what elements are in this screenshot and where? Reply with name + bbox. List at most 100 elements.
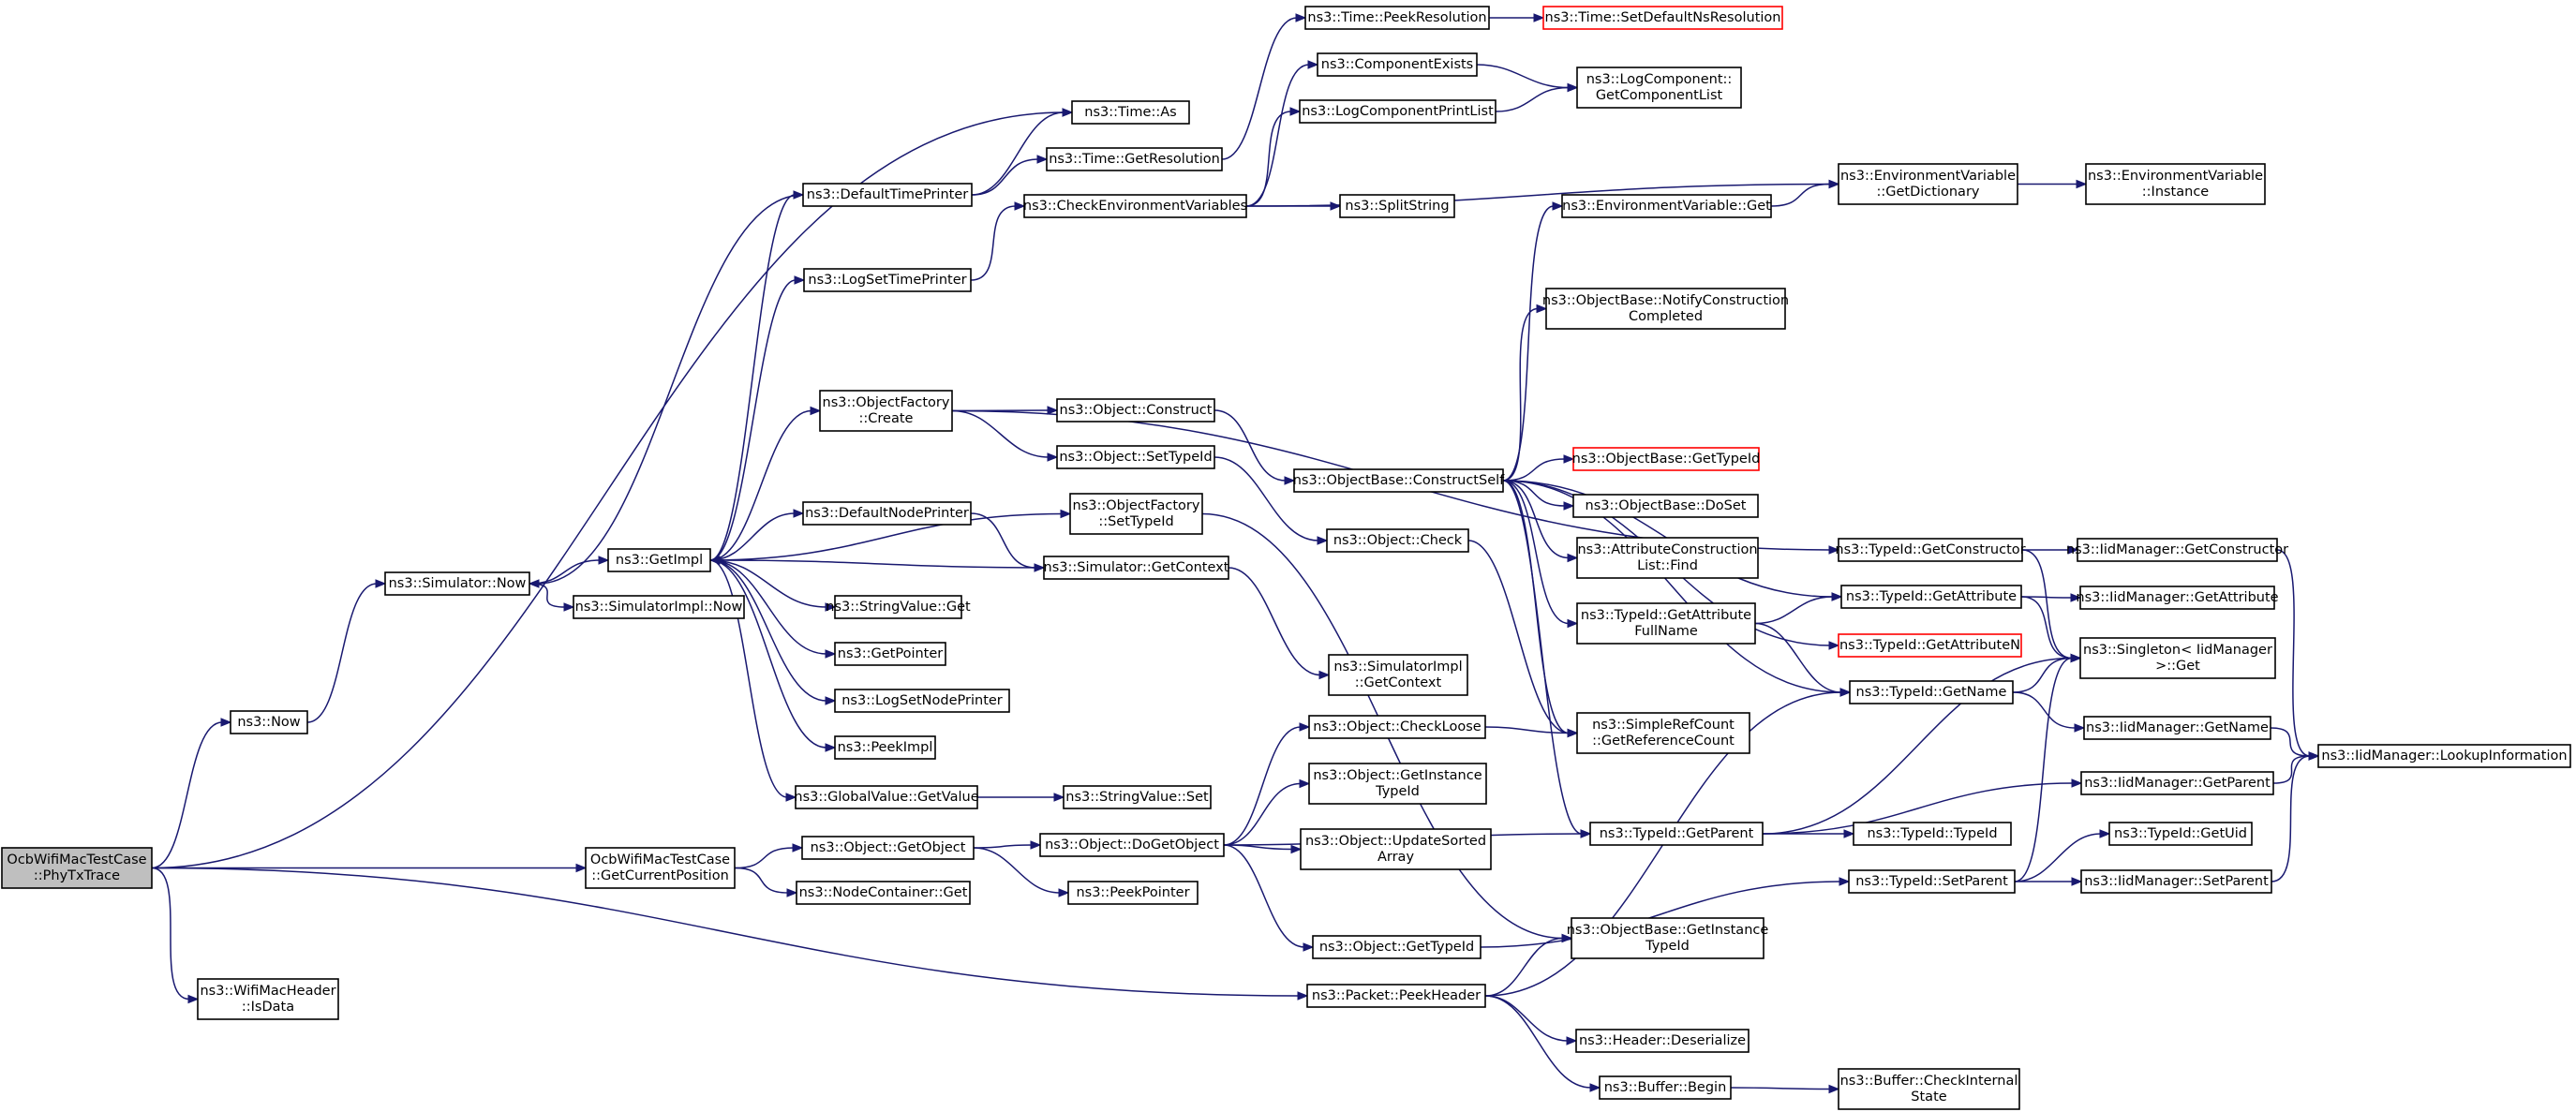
node-box [2083,716,2271,740]
edge-timeGetRes-to-timePeekRes [1221,13,1307,160]
node-ns3-time-as[interactable]: ns3::Time::As [1071,100,1190,125]
node-ns3-simulator-now[interactable]: ns3::Simulator::Now [384,571,530,596]
node-ns3-object-check[interactable]: ns3::Object::Check [1326,528,1469,553]
node-ns3-logsetnodeprinter[interactable]: ns3::LogSetNodePrinter [834,689,1010,713]
node-ns3-nodecontainer-get[interactable]: ns3::NodeContainer::Get [796,881,971,905]
node-ns3-getimpl[interactable]: ns3::GetImpl [607,548,711,572]
node-ns3-stringvalue-set[interactable]: ns3::StringValue::Set [1063,785,1212,809]
node-ns3-logcomponent-getcomponentlist[interactable]: ns3::LogComponent::GetComponentList [1576,67,1742,109]
node-box [1576,712,1750,754]
node-ns3-peekpointer[interactable]: ns3::PeekPointer [1067,881,1199,905]
node-ns3-object-construct[interactable]: ns3::Object::Construct [1056,398,1215,423]
arrowhead-icon [1284,476,1296,485]
edge-objDoGetObject-to-objGetInstanceTypeId [1223,778,1311,846]
node-ns3-typeid-typeid[interactable]: ns3::TypeId::TypeId [1853,822,2012,846]
node-label: ns3::IidManager::LookupInformation [2321,749,2567,764]
node-ns3-logsettimeprinter[interactable]: ns3::LogSetTimePrinter [803,268,972,292]
edge-line [1214,409,1287,482]
node-ns3-object-checkloose[interactable]: ns3::Object::CheckLoose [1308,715,1486,739]
node-ns3-objectfactory-create[interactable]: ns3::ObjectFactory::Create [819,390,953,432]
node-ns3-now[interactable]: ns3::Now [230,710,308,734]
node-ns3-objectbase-doset[interactable]: ns3::ObjectBase::DoSet [1572,494,1759,518]
node-ns3-header-deserialize[interactable]: ns3::Header::Deserialize [1575,1029,1750,1053]
node-ns3-iidmanager-getconstructor[interactable]: ns3::IidManager::GetConstructor [2066,538,2288,562]
node-ns3-iidmanager-setparent[interactable]: ns3::IidManager::SetParent [2080,869,2272,894]
node-ns3-time-peekresolution[interactable]: ns3::Time::PeekResolution [1304,6,1490,30]
node-ns3-buffer-begin[interactable]: ns3::Buffer::Begin [1599,1075,1732,1100]
node-ns3-splitstring[interactable]: ns3::SplitString [1339,194,1455,218]
node-ns3-stringvalue-get[interactable]: ns3::StringValue::Get [826,595,971,619]
edge-simNow-to-simImplNow [529,583,575,612]
node-ns3-checkenvironmentvariables[interactable]: ns3::CheckEnvironmentVariables [1023,194,1247,218]
node-label: TypeId [1375,784,1420,799]
node-ocbwifimactestcase-getcurrentposition[interactable]: OcbWifiMacTestCase::GetCurrentPosition [585,847,736,889]
node-ns3-getpointer[interactable]: ns3::GetPointer [834,642,946,666]
node-label: TypeId [1645,939,1690,954]
node-ns3-iidmanager-getname[interactable]: ns3::IidManager::GetName [2083,716,2271,740]
node-ns3-simulator-getcontext[interactable]: ns3::Simulator::GetContext [1043,556,1229,580]
arrowhead-icon [2308,751,2320,761]
node-ns3-environmentvariable-get[interactable]: ns3::EnvironmentVariable::Get [1561,194,1772,218]
edge-line [1762,657,2073,835]
node-ns3-singleton-iidmanager-get[interactable]: ns3::Singleton< IidManager >::Get [2079,637,2276,679]
arrowhead-icon [2076,179,2088,189]
node-ns3-object-gettypeid[interactable]: ns3::Object::GetTypeId [1312,935,1482,959]
arrowhead-icon [708,556,721,565]
node-ns3-typeid-setparent[interactable]: ns3::TypeId::SetParent [1848,869,2016,894]
node-ns3-iidmanager-getattribute[interactable]: ns3::IidManager::GetAttribute [2076,586,2279,610]
node-ns3-typeid-getparent[interactable]: ns3::TypeId::GetParent [1589,822,1764,846]
node-ns3-typeid-getconstructor[interactable]: ns3::TypeId::GetConstructor [1835,538,2026,562]
node-ns3-typeid-getuid[interactable]: ns3::TypeId::GetUid [2108,822,2253,846]
node-ns3-globalvalue-getvalue[interactable]: ns3::GlobalValue::GetValue [794,785,979,809]
node-ns3-simulatorimpl-now[interactable]: ns3::SimulatorImpl::Now [573,595,745,619]
node-ns3-objectbase-notifyconstruction-completed[interactable]: ns3::ObjectBase::NotifyConstructionCompl… [1542,288,1789,330]
edge-line [1245,111,1292,207]
node-ns3-simulatorimpl-getcontext[interactable]: ns3::SimulatorImpl::GetContext [1328,654,1468,696]
node-ns3-object-getobject[interactable]: ns3::Object::GetObject [801,836,975,860]
node-ns3-typeid-getattribute[interactable]: ns3::TypeId::GetAttribute [1840,585,2022,609]
edge-defTimePrinter-to-timeGetRes [971,155,1049,196]
node-label: ns3::GetPointer [838,646,944,661]
arrowhead-icon [1563,501,1575,511]
node-ns3-peekimpl[interactable]: ns3::PeekImpl [834,735,936,760]
node-ns3-objectbase-constructself[interactable]: ns3::ObjectBase::ConstructSelf [1293,468,1505,493]
edge-line [709,512,796,561]
node-ns3-wifimacheader-isdata[interactable]: ns3::WifiMacHeader::IsData [197,978,339,1020]
arrowhead-icon [1536,304,1548,314]
node-ns3-iidmanager-getparent[interactable]: ns3::IidManager::GetParent [2080,771,2274,795]
arrowhead-icon [1303,942,1315,952]
edge-line [1762,782,2074,835]
node-ns3-typeid-getname[interactable]: ns3::TypeId::GetName [1849,680,2014,704]
node-ns3-object-settypeid[interactable]: ns3::Object::SetTypeId [1056,445,1215,469]
node-ns3-time-setdefaultnsresolution[interactable]: ns3::Time::SetDefaultNsResolution [1542,6,1783,30]
node-label: ns3::Time::SetDefaultNsResolution [1545,10,1781,25]
node-ns3-typeid-getattributen[interactable]: ns3::TypeId::GetAttributeN [1838,633,2022,658]
node-ns3-objectbase-gettypeid[interactable]: ns3::ObjectBase::GetTypeId [1572,447,1761,471]
node-ns3-iidmanager-lookupinformation[interactable]: ns3::IidManager::LookupInformation [2317,744,2571,768]
node-ns3-componentexists[interactable]: ns3::ComponentExists [1317,52,1478,77]
node-ns3-logcomponentprintlist[interactable]: ns3::LogComponentPrintList [1299,99,1496,124]
node-label: ns3::DefaultTimePrinter [807,187,968,202]
node-ns3-simplerefcount-getreferencecount[interactable]: ns3::SimpleRefCount::GetReferenceCount [1576,712,1750,754]
edge-line [529,583,566,608]
node-ns3-defaultnodeprinter[interactable]: ns3::DefaultNodePrinter [802,501,972,526]
node-box [1023,194,1247,218]
node-ns3-time-getresolution[interactable]: ns3::Time::GetResolution [1046,147,1223,171]
arrowhead-icon [1843,829,1855,838]
node-label: GetComponentList [1596,88,1723,103]
node-ns3-environmentvariable-getdictionary[interactable]: ns3::EnvironmentVariable::GetDictionary [1838,163,2018,205]
node-ns3-packet-peekheader[interactable]: ns3::Packet::PeekHeader [1306,984,1486,1008]
node-label: ns3::ObjectBase::DoSet [1586,498,1747,513]
node-ns3-environmentvariable-instance[interactable]: ns3::EnvironmentVariable::Instance [2085,163,2266,205]
node-ns3-defaulttimeprinter[interactable]: ns3::DefaultTimePrinter [802,183,973,207]
node-box [1046,147,1223,171]
node-label: ::PhyTxTrace [34,868,120,883]
node-ns3-objectfactory-settypeid[interactable]: ns3::ObjectFactory::SetTypeId [1069,493,1203,535]
node-ns3-object-dogetobject[interactable]: ns3::Object::DoGetObject [1039,833,1225,857]
